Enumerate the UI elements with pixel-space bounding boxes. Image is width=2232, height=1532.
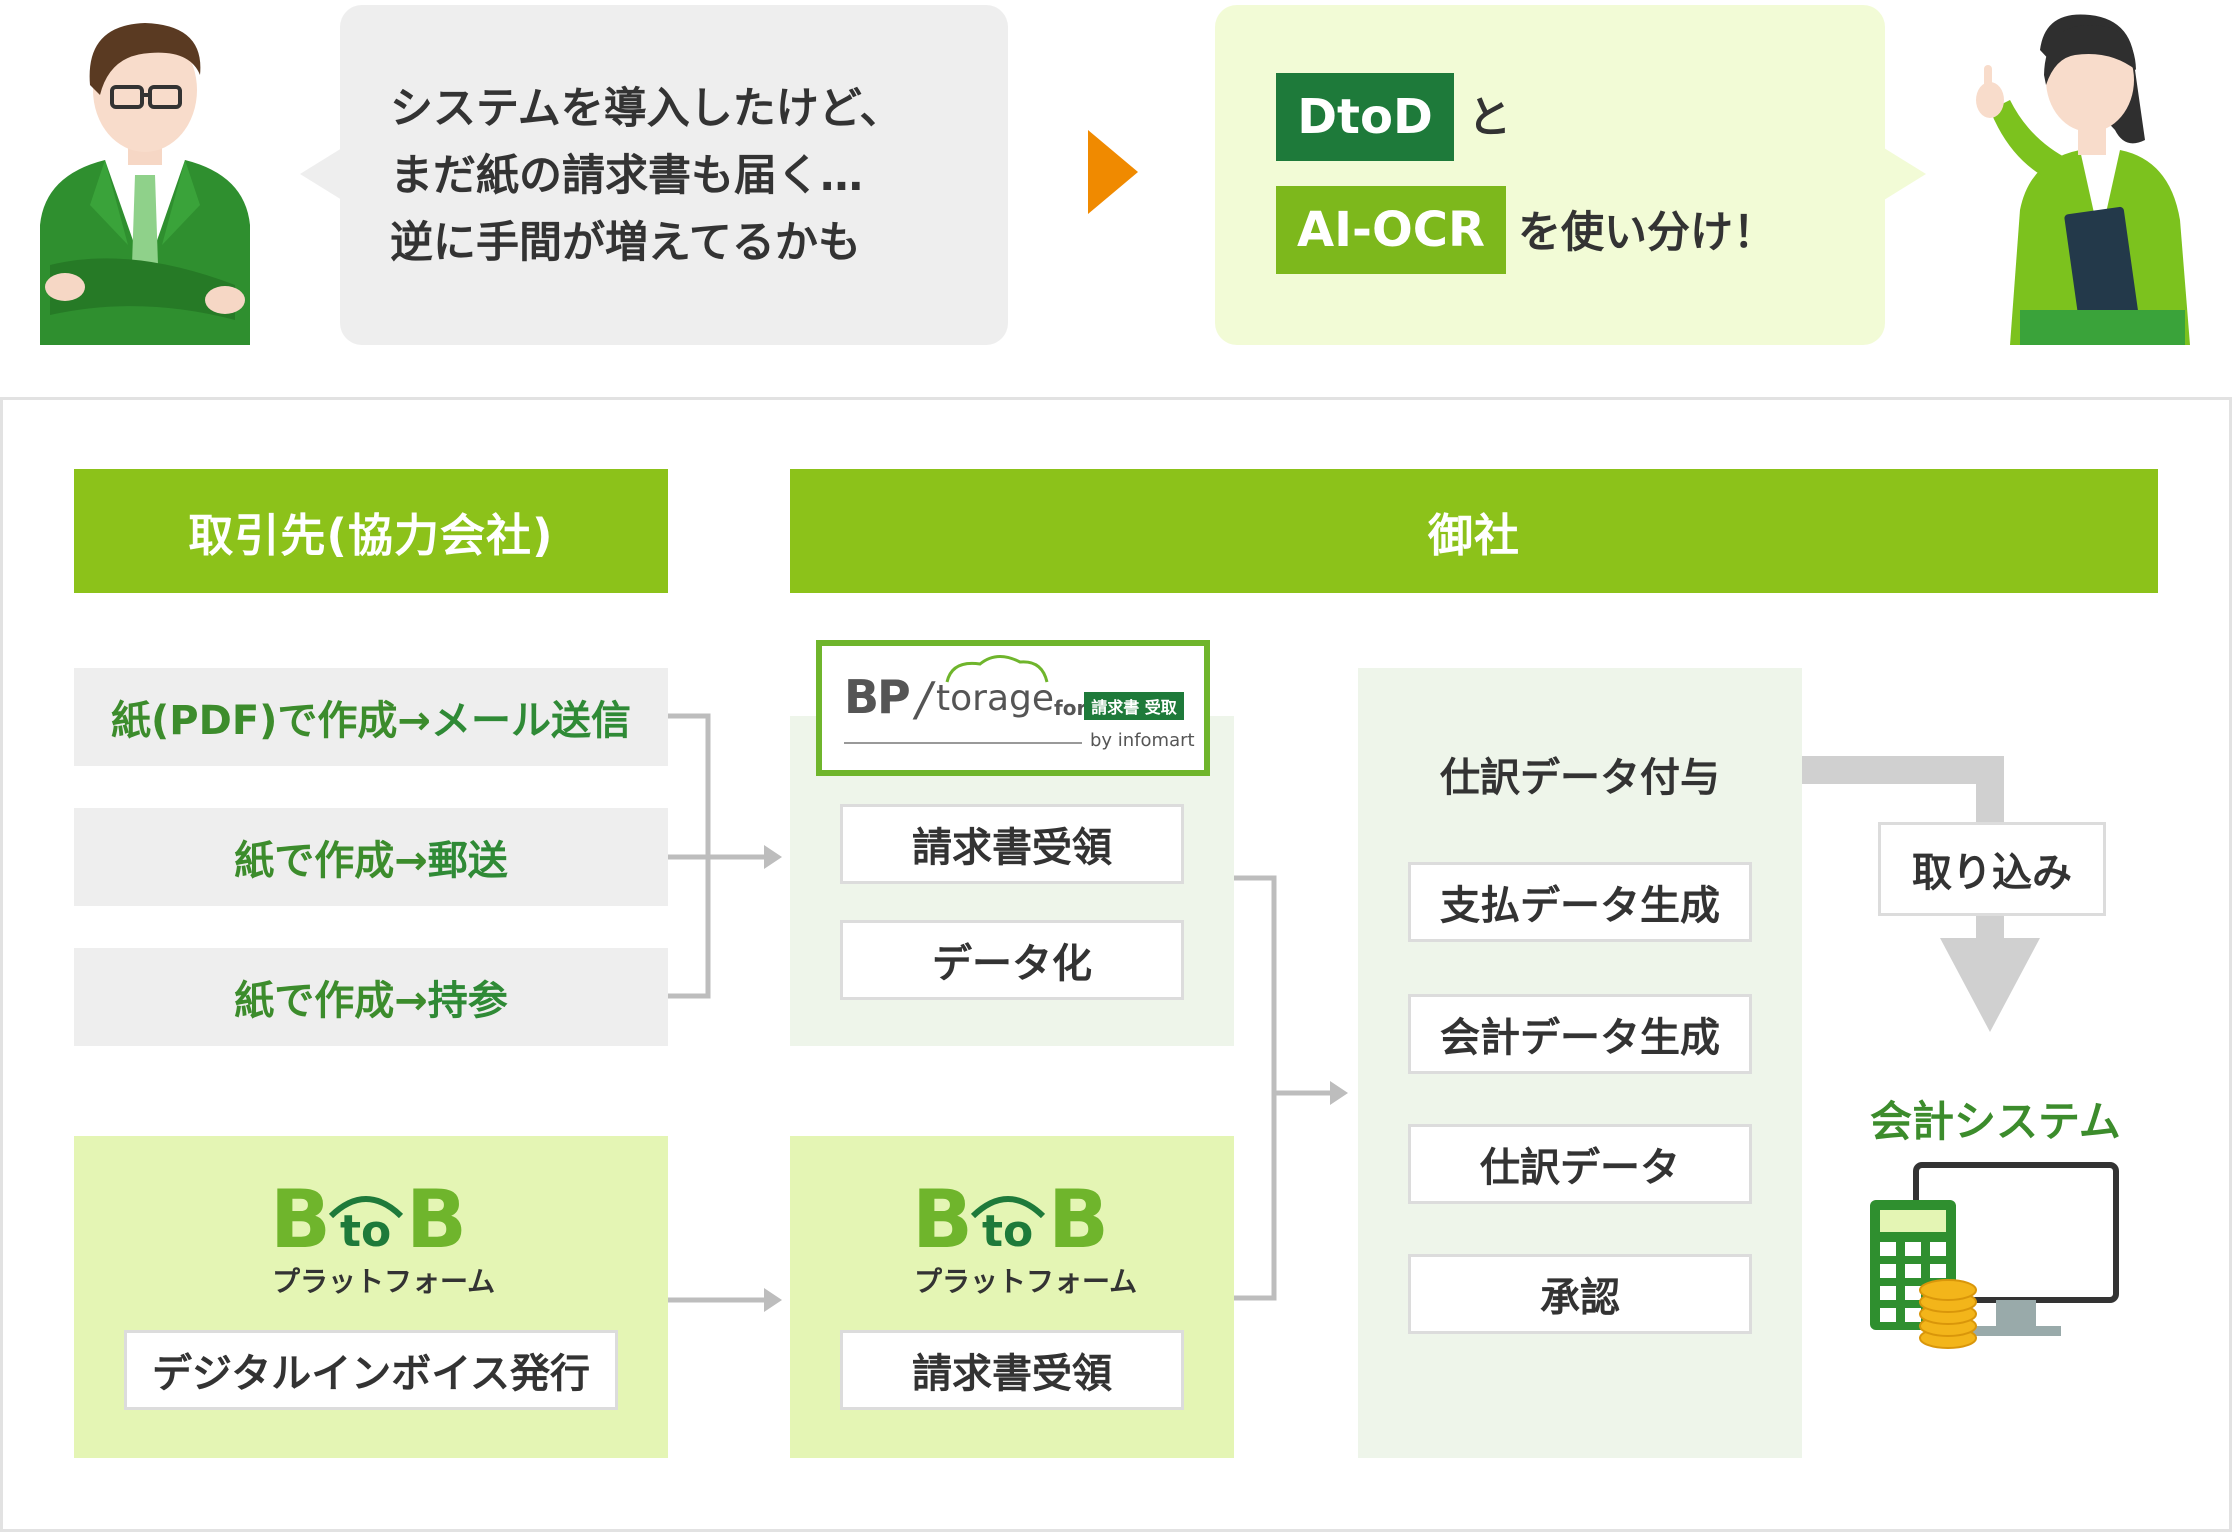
btob-arc-icon bbox=[328, 1196, 404, 1218]
partner-row-hand-prefix: 紙で作成→ bbox=[234, 978, 428, 1024]
bp-storage-word: torage bbox=[936, 678, 1055, 719]
digital-invoice-issue: デジタルインボイス発行 bbox=[124, 1330, 618, 1410]
bp-divider bbox=[844, 742, 1082, 744]
partner-row-hand: 紙で作成→持参 bbox=[74, 948, 668, 1046]
btob-c-to: to bbox=[982, 1206, 1034, 1257]
process-step-approval: 承認 bbox=[1408, 1254, 1752, 1334]
bp-slash: / bbox=[916, 672, 932, 726]
concern-line-1: システムを導入したけど、 bbox=[390, 84, 903, 134]
btob-c-b2: B bbox=[1048, 1173, 1109, 1266]
process-step-journal-attach: 仕訳データ付与 bbox=[1440, 755, 1720, 801]
bp-by: by infomart bbox=[1090, 730, 1195, 751]
bp-for: for bbox=[1054, 696, 1087, 720]
advisor-woman-illustration bbox=[1976, 14, 2190, 345]
worried-man-illustration bbox=[40, 23, 250, 345]
cloud-icon bbox=[945, 655, 1049, 683]
bubble-tail-left bbox=[300, 148, 342, 200]
btob-sub: プラットフォーム bbox=[272, 1265, 496, 1298]
accounting-system-icon bbox=[1870, 1162, 2119, 1349]
accounting-system-label: 会計システム bbox=[1870, 1097, 2121, 1146]
partner-row-email-highlight: メール送信 bbox=[430, 698, 631, 744]
btob-c-arc-icon bbox=[970, 1196, 1046, 1218]
btob-c-b1: B bbox=[912, 1173, 973, 1266]
bubble-tail-right bbox=[1884, 148, 1926, 200]
partner-row-post-prefix: 紙で作成→ bbox=[234, 838, 428, 884]
bp-step-digitize: データ化 bbox=[840, 920, 1184, 1000]
process-connector bbox=[1234, 875, 1348, 1301]
btob-logo-partner: B to B プラットフォーム bbox=[270, 1173, 495, 1300]
bp-badge: 請求書 受取 bbox=[1084, 692, 1184, 720]
partner-row-email-prefix: 紙(PDF)で作成→ bbox=[111, 698, 431, 744]
solution-speech-bubble bbox=[1215, 5, 1885, 345]
process-step-journal-data: 仕訳データ bbox=[1408, 1124, 1752, 1204]
process-step-accounting-data: 会計データ生成 bbox=[1408, 994, 1752, 1074]
concern-speech-bubble bbox=[340, 5, 1008, 345]
partner-row-post: 紙で作成→郵送 bbox=[74, 808, 668, 906]
bp-brand: BP bbox=[844, 670, 911, 724]
concern-text: システムを導入したけど、 まだ紙の請求書も届く… 逆に手間が増えてるかも bbox=[390, 76, 990, 277]
company-header: 御社 bbox=[790, 469, 2158, 593]
partner-row-email: 紙(PDF)で作成→メール送信 bbox=[74, 668, 668, 766]
dtod-suffix: と bbox=[1468, 93, 1511, 143]
next-arrow-icon bbox=[1088, 130, 1138, 214]
bp-storage-logo: BP / torage for 請求書 受取 by infomart bbox=[816, 640, 1210, 776]
paper-connector bbox=[668, 713, 782, 999]
bp-step-receive: 請求書受領 bbox=[840, 804, 1184, 884]
aiocr-suffix: を使い分け！ bbox=[1518, 208, 1776, 258]
btob-c-sub: プラットフォーム bbox=[914, 1265, 1138, 1298]
aiocr-tag: AI-OCR bbox=[1276, 186, 1506, 274]
process-step-payment-data: 支払データ生成 bbox=[1408, 862, 1752, 942]
concern-line-2: まだ紙の請求書も届く… bbox=[390, 151, 863, 201]
partner-header: 取引先(協力会社) bbox=[74, 469, 668, 593]
btob-arrow bbox=[668, 1288, 782, 1312]
import-label: 取り込み bbox=[1878, 822, 2106, 916]
btob-b2: B bbox=[406, 1173, 467, 1266]
concern-line-3: 逆に手間が増えてるかも bbox=[390, 218, 861, 268]
btob-to: to bbox=[340, 1206, 392, 1257]
btob-logo-company: B to B プラットフォーム bbox=[912, 1173, 1137, 1300]
dtod-tag: DtoD bbox=[1276, 73, 1454, 161]
partner-row-post-highlight: 郵送 bbox=[427, 838, 508, 884]
btob-b1: B bbox=[270, 1173, 331, 1266]
btob-invoice-receive: 請求書受領 bbox=[840, 1330, 1184, 1410]
partner-row-hand-highlight: 持参 bbox=[427, 978, 508, 1024]
